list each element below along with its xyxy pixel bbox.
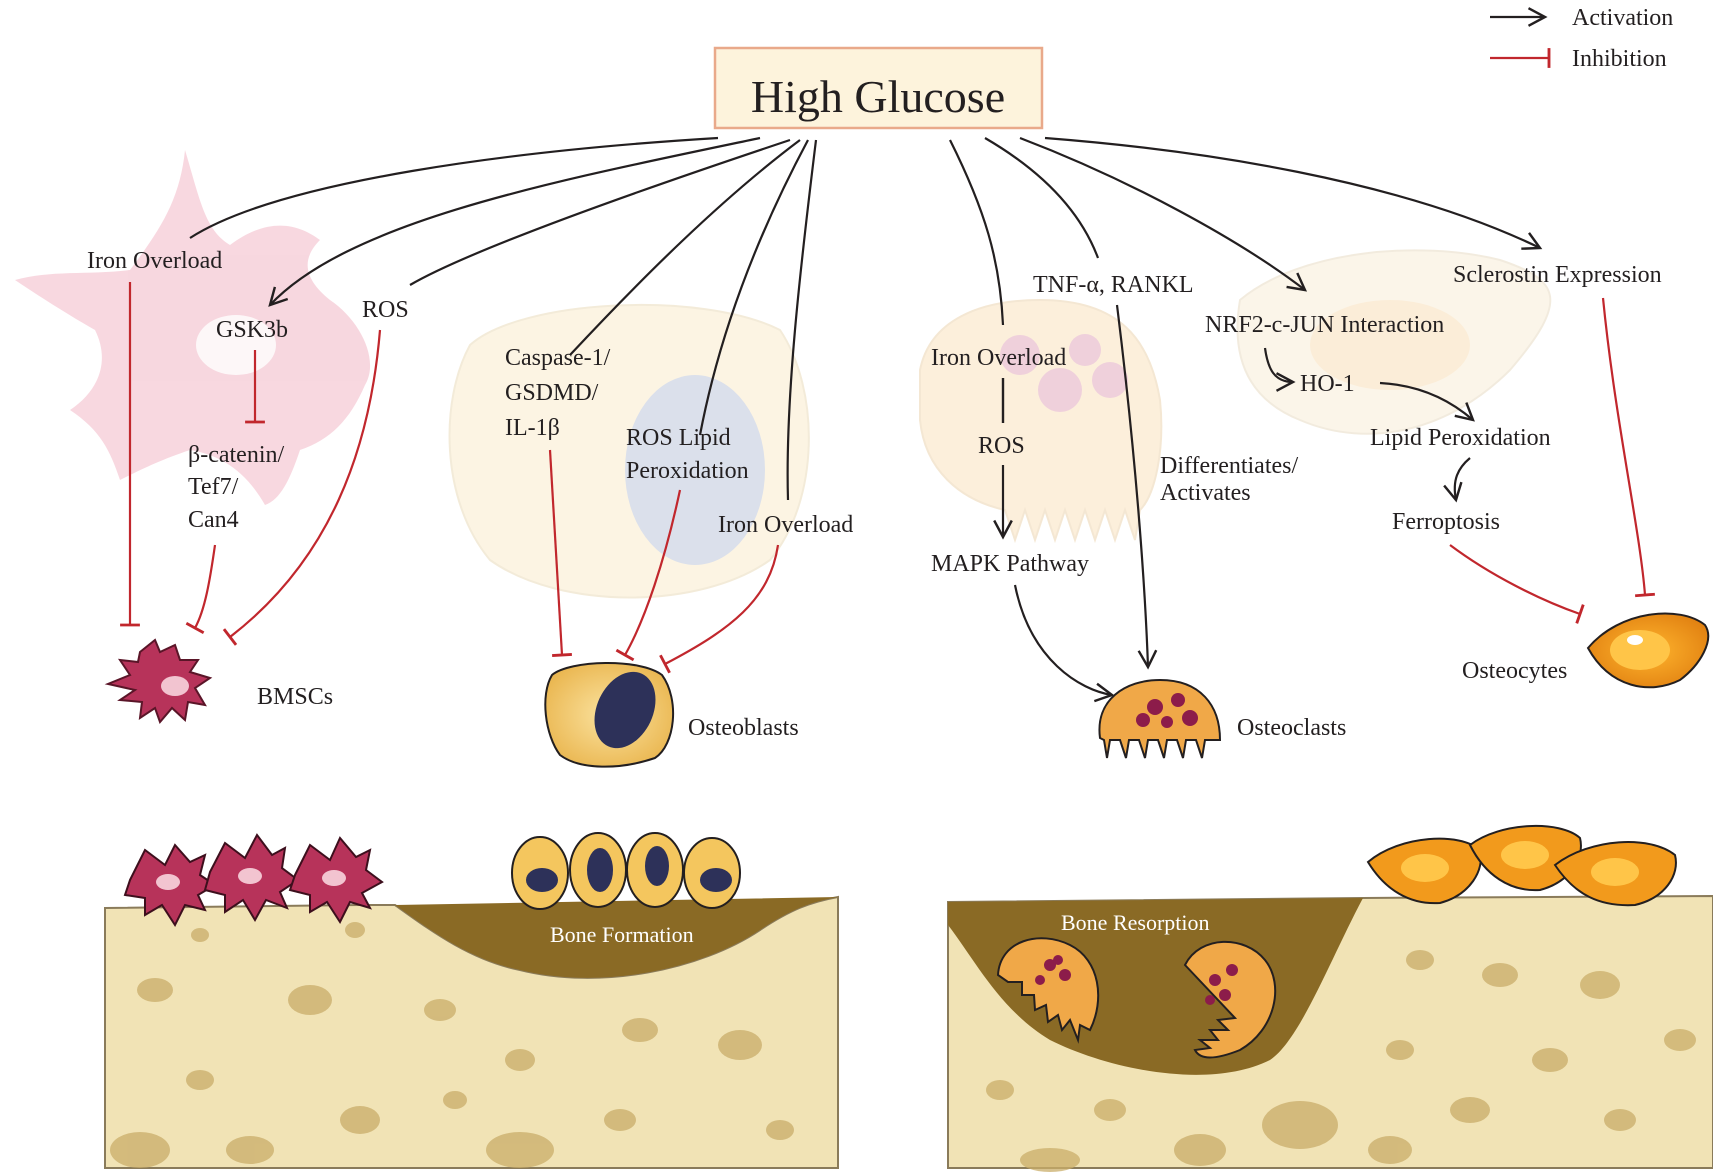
bmsc-cell: BMSCs xyxy=(104,638,333,724)
label-gsk3b: GSK3b xyxy=(216,317,288,343)
bone-resorption-panel: Bone Resorption xyxy=(947,824,1713,1172)
label-can4: Can4 xyxy=(188,507,239,533)
osteocyte-cell: Osteocytes xyxy=(1462,612,1710,689)
label-bone-formation: Bone Formation xyxy=(550,922,694,947)
legend-activation-label: Activation xyxy=(1572,5,1673,31)
high-glucose-box xyxy=(713,46,1044,130)
bone-formation-panel: Bone Formation xyxy=(104,832,839,1169)
edge-ho1-lipid xyxy=(1379,381,1475,422)
label-tcf7: Tef7/ xyxy=(188,474,239,500)
label-gsdmd: GSDMD/ xyxy=(505,380,599,406)
label-sclerostin: Sclerostin Expression xyxy=(1453,262,1662,288)
inh-roslipid-ob xyxy=(615,489,682,662)
inh-iron-ob xyxy=(659,544,780,674)
osteoclast-pathway: TNF-α, RANKL Iron Overload ROS MAPK Path… xyxy=(931,272,1298,703)
bmsc-pathway: Iron Overload GSK3b ROS β-catenin/ Tef7/… xyxy=(87,248,409,646)
label-ros-lipid-1: ROS Lipid xyxy=(626,425,731,451)
osteocyte-pathway: Sclerostin Expression NRF2-c-JUN Interac… xyxy=(1205,262,1662,624)
label-mapk: MAPK Pathway xyxy=(931,551,1089,577)
label-ros-lipid-2: Peroxidation xyxy=(626,458,749,484)
label-diff-2: Activates xyxy=(1160,480,1251,506)
label-bmsc-iron-overload: Iron Overload xyxy=(87,248,222,274)
edge-hg-iron-ob xyxy=(786,139,818,501)
inh-catenin-bmsc xyxy=(185,544,217,635)
label-beta-catenin: β-catenin/ xyxy=(188,442,284,468)
edge-hg-nrf2 xyxy=(1019,136,1308,292)
label-oc-iron-overload: Iron Overload xyxy=(931,345,1066,371)
edge-hg-ros-lipid xyxy=(698,139,809,436)
edge-hg-ros-bmsc xyxy=(409,138,791,286)
inh-caspase-ob xyxy=(548,449,572,658)
label-caspase: Caspase-1/ xyxy=(505,345,611,371)
osteoblast-pathway: Caspase-1/ GSDMD/ IL-1β ROS Lipid Peroxi… xyxy=(505,345,853,674)
label-ros-bmsc: ROS xyxy=(362,297,409,323)
label-osteocytes: Osteocytes xyxy=(1462,658,1567,684)
label-ho1: HO-1 xyxy=(1300,371,1355,397)
label-bmscs: BMSCs xyxy=(257,684,333,710)
label-diff-1: Differentiates/ xyxy=(1160,453,1298,479)
label-ob-iron-overload: Iron Overload xyxy=(718,512,853,538)
edge-hg-tnf xyxy=(984,137,1100,259)
edge-hg-caspase xyxy=(569,139,801,356)
inh-ferroptosis-osteocyte xyxy=(1449,544,1585,624)
osteoclast-cell: Osteoclasts xyxy=(1098,678,1346,759)
label-osteoclasts: Osteoclasts xyxy=(1237,715,1346,741)
osteoblast-cell: Osteoblasts xyxy=(544,662,799,768)
label-nrf2: NRF2-c-JUN Interaction xyxy=(1205,312,1444,338)
edge-hg-iron-oc xyxy=(949,139,1005,326)
edge-hg-gsk3b xyxy=(268,136,761,307)
edge-lipid-ferroptosis xyxy=(1443,457,1471,503)
label-ferroptosis: Ferroptosis xyxy=(1392,509,1500,535)
label-il1b: IL-1β xyxy=(505,415,560,441)
legend-inhibition-label: Inhibition xyxy=(1572,46,1667,72)
page-title: High Glucose xyxy=(751,71,1005,122)
label-lipid-perox: Lipid Peroxidation xyxy=(1370,425,1551,451)
edge-hg-sclerostin xyxy=(1044,136,1543,250)
inh-ros-bmsc xyxy=(222,329,382,646)
activation-edges xyxy=(189,136,1543,501)
edge-nrf2-ho1 xyxy=(1263,347,1296,392)
edge-tnf-osteoclast xyxy=(1115,304,1158,670)
bg-osteoclast-cell xyxy=(919,298,1163,544)
label-osteoblasts: Osteoblasts xyxy=(688,715,799,741)
edge-mapk-osteoclast xyxy=(1013,584,1115,703)
bg-osteoblast-cell xyxy=(448,303,810,599)
edge-hg-iron-bmsc xyxy=(189,136,719,239)
inh-sclerostin-osteocyte xyxy=(1601,297,1655,598)
bg-osteocyte-cell xyxy=(1236,249,1552,435)
legend: Activation Inhibition xyxy=(1490,5,1673,72)
label-ros-oc: ROS xyxy=(978,433,1025,459)
label-tnf-rankl: TNF-α, RANKL xyxy=(1033,272,1194,298)
label-bone-resorption: Bone Resorption xyxy=(1061,910,1210,935)
